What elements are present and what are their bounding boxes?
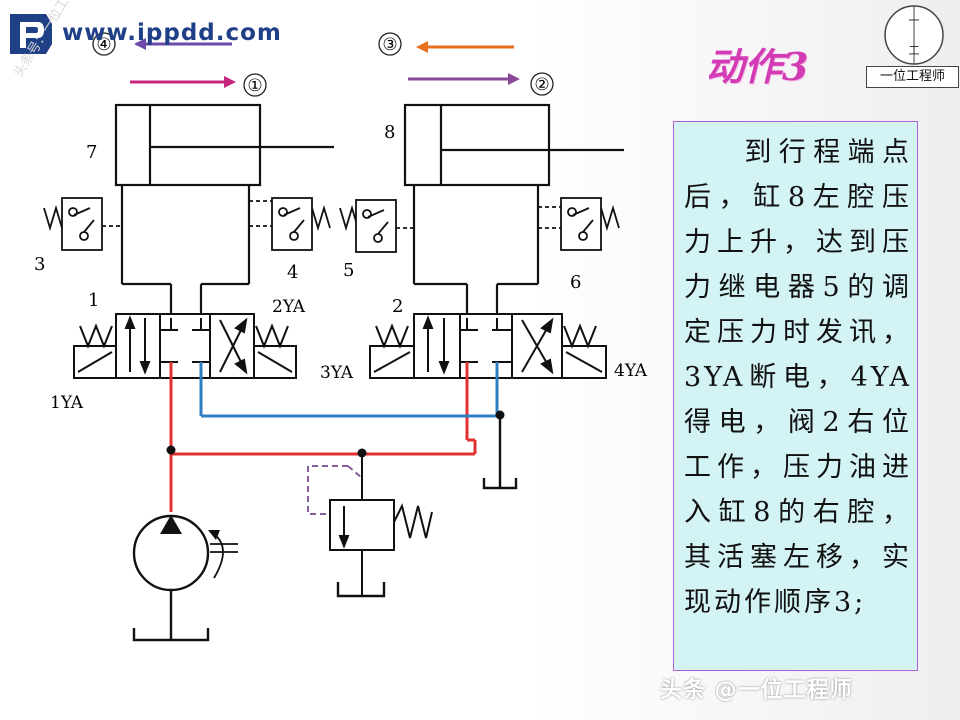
svg-text:一: 一	[909, 14, 920, 27]
step-arrow-3: ③	[378, 32, 514, 56]
svg-text:工: 工	[909, 44, 920, 57]
cylinder-8	[403, 103, 624, 318]
solenoid-4ya-label: 4YA	[614, 361, 648, 381]
directional-valve-2	[369, 313, 607, 379]
cylinder-7-label: 7	[86, 142, 97, 163]
site-url: www.ippdd.com	[62, 20, 282, 46]
valve-2-label: 2	[392, 296, 403, 317]
pressure-switch-3-label: 3	[34, 254, 45, 275]
description-panel: 到行程端点后，缸8左腔压力上升，达到压力继电器5的调定压力时发讯，3YA断电，4…	[673, 121, 918, 671]
solenoid-2ya-label: 2YA	[272, 297, 306, 317]
solenoid-3ya-label: 3YA	[320, 363, 354, 383]
step-marker-3: ③	[382, 35, 397, 55]
site-logo-icon	[10, 14, 52, 54]
description-body: 点后，缸8左腔压力上升，达到压力继电器5的调定压力时发讯，3YA断电，4YA得电…	[684, 137, 912, 618]
author-logo-caption: 一位工程师	[866, 66, 959, 88]
valve-1-label: 1	[88, 290, 99, 311]
description-first-line: 到行程端	[740, 137, 882, 168]
cylinder-8-label: 8	[384, 122, 395, 143]
pressure-switch-3	[43, 197, 122, 251]
step-arrow-2: ②	[408, 72, 554, 96]
slide-title: 动作3	[706, 44, 809, 89]
relief-valve	[307, 453, 433, 598]
pressure-switch-5	[339, 199, 414, 253]
step-marker-1: ①	[247, 76, 262, 96]
pressure-switch-5-label: 5	[343, 260, 354, 281]
step-marker-4: ④	[96, 35, 111, 55]
description-text: 到行程端点后，缸8左腔压力上升，达到压力继电器5的调定压力时发讯，3YA断电，4…	[684, 130, 912, 625]
solenoid-1ya-label: 1YA	[50, 393, 84, 413]
pressure-line	[169, 362, 477, 512]
pressure-switch-4-label: 4	[287, 262, 298, 283]
tank-return	[482, 419, 518, 490]
junction-dot	[166, 445, 176, 455]
return-line	[199, 362, 500, 418]
cylinder-7	[114, 103, 334, 318]
pressure-switch-4	[249, 197, 331, 251]
hydraulic-pump	[132, 514, 238, 642]
pressure-switch-6-label: 6	[570, 272, 581, 293]
junction-dot	[495, 410, 505, 420]
step-arrow-4: ④	[92, 32, 232, 56]
author-logo-icon: 一 工	[884, 5, 944, 65]
step-arrow-1: ①	[130, 73, 267, 97]
directional-valve-1	[73, 313, 297, 379]
pressure-switch-6	[538, 197, 620, 251]
bottom-watermark: 头条 @一位工程师	[660, 678, 853, 703]
step-marker-2: ②	[534, 75, 549, 95]
